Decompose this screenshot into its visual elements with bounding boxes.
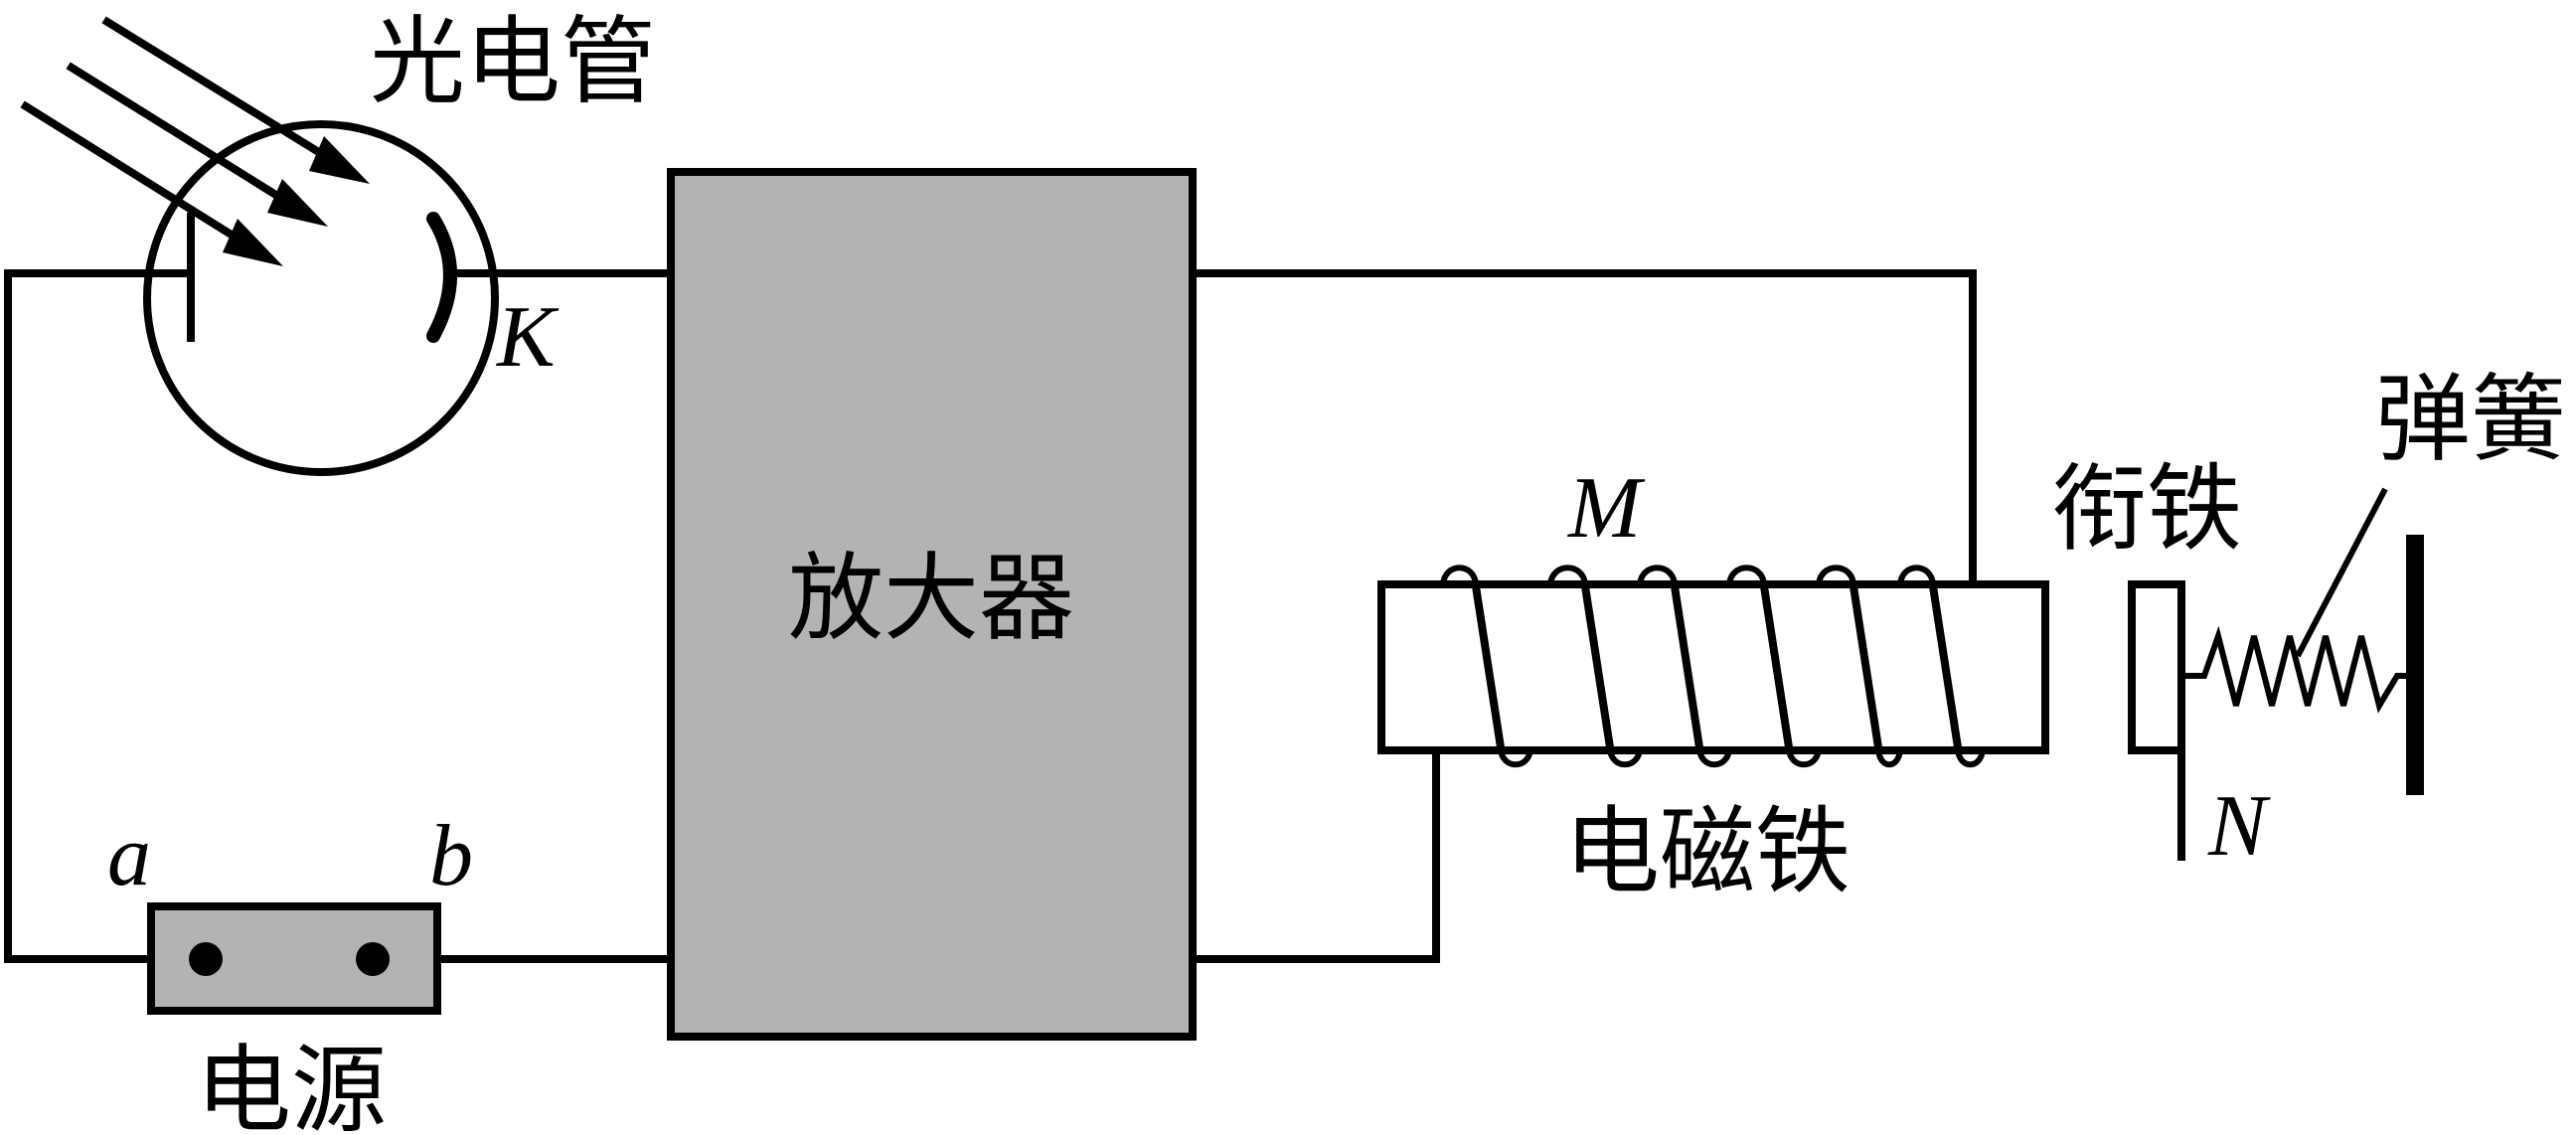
terminal-b-dot bbox=[356, 942, 390, 976]
circuit-wires bbox=[4, 269, 1977, 963]
electromagnet-label: 电磁铁 bbox=[1564, 796, 1851, 907]
light-ray bbox=[20, 100, 259, 254]
wire-left-top bbox=[4, 269, 155, 963]
spring-label: 弹簧 bbox=[2375, 364, 2566, 475]
electromagnet: M 电磁铁 bbox=[1377, 460, 2049, 907]
phototube-envelope bbox=[143, 120, 499, 476]
amplifier: 放大器 bbox=[667, 168, 1197, 1041]
coil-turn bbox=[1580, 581, 1615, 752]
terminal-a-dot bbox=[189, 942, 223, 976]
wire-amplifier-to-magnet-bottom bbox=[1189, 746, 1440, 963]
amplifier-box bbox=[667, 168, 1197, 1041]
coil-bottom-loops bbox=[1498, 746, 1986, 768]
coil-turn bbox=[1759, 581, 1794, 752]
wire-amplifier-to-magnet-top bbox=[1189, 269, 1977, 588]
light-rays bbox=[20, 16, 370, 266]
power-source-label: 电源 bbox=[196, 1035, 387, 1135]
armature-label: 衔铁 bbox=[2051, 453, 2242, 565]
spring bbox=[2184, 625, 2415, 714]
light-ray-arrowhead bbox=[223, 219, 283, 266]
coil-turn bbox=[1928, 581, 1963, 752]
spring-leader-line bbox=[2295, 487, 2388, 658]
light-ray bbox=[101, 16, 349, 173]
light-ray bbox=[66, 62, 304, 215]
armature-assembly: 衔铁 弹簧 N bbox=[2051, 364, 2566, 875]
light-ray-arrowhead bbox=[309, 136, 370, 184]
power-source: a b 电源 bbox=[107, 808, 473, 1135]
amplifier-label: 放大器 bbox=[788, 543, 1074, 654]
coil-turn bbox=[1471, 581, 1506, 752]
electromagnet-coil bbox=[1440, 565, 1986, 768]
magnet-letter-label: M bbox=[1566, 460, 1646, 557]
coil-top-loops bbox=[1440, 565, 1936, 587]
terminal-a-label: a bbox=[107, 808, 151, 904]
coil-turn bbox=[1849, 581, 1883, 752]
phototube: 光电管 K bbox=[20, 6, 656, 476]
armature bbox=[2128, 580, 2185, 754]
phototube-label: 光电管 bbox=[370, 6, 656, 117]
terminal-b-label: b bbox=[429, 808, 473, 904]
light-ray-arrowhead bbox=[267, 179, 328, 227]
cathode-label: K bbox=[495, 289, 560, 386]
coil-turn bbox=[1670, 581, 1704, 752]
contact-letter-label: N bbox=[2207, 778, 2271, 875]
